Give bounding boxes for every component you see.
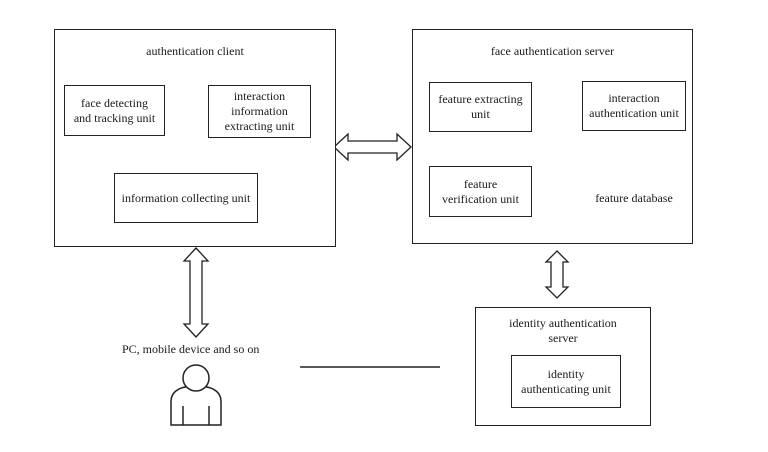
identity-authenticating-unit: identity authenticating unit bbox=[511, 355, 621, 408]
interaction-authentication-unit: interaction authentication unit bbox=[582, 81, 686, 131]
user-icon bbox=[170, 364, 222, 426]
face-detecting-unit: face detecting and tracking unit bbox=[64, 85, 165, 136]
device-label: PC, mobile device and so on bbox=[122, 342, 260, 356]
feature-verification-unit: feature verification unit bbox=[429, 166, 532, 217]
interaction-information-unit: interaction information extracting unit bbox=[208, 85, 311, 138]
information-collecting-unit-label: information collecting unit bbox=[121, 190, 251, 205]
identity-authenticating-unit-label: identity authenticating unit bbox=[521, 366, 611, 396]
information-collecting-unit: information collecting unit bbox=[114, 173, 258, 223]
interaction-information-unit-label: interaction information extracting unit bbox=[224, 89, 295, 133]
client-device-double-arrow bbox=[182, 247, 210, 338]
authentication-client-title: authentication client bbox=[146, 44, 244, 58]
feature-extracting-unit: feature extracting unit bbox=[429, 82, 532, 132]
interaction-authentication-unit-label: interaction authentication unit bbox=[589, 91, 679, 120]
face-authentication-server-box: face authentication server bbox=[412, 29, 693, 244]
identity-authentication-server-title: identity authentication server bbox=[509, 316, 617, 345]
feature-extracting-unit-label: feature extracting unit bbox=[438, 92, 523, 121]
feature-verification-unit-label: feature verification unit bbox=[442, 176, 519, 206]
face-detecting-unit-label: face detecting and tracking unit bbox=[73, 95, 156, 125]
server-identity-double-arrow bbox=[544, 250, 570, 299]
face-authentication-server-title: face authentication server bbox=[490, 44, 615, 58]
client-server-double-arrow bbox=[333, 132, 412, 162]
feature-database-label: feature database bbox=[595, 191, 673, 205]
